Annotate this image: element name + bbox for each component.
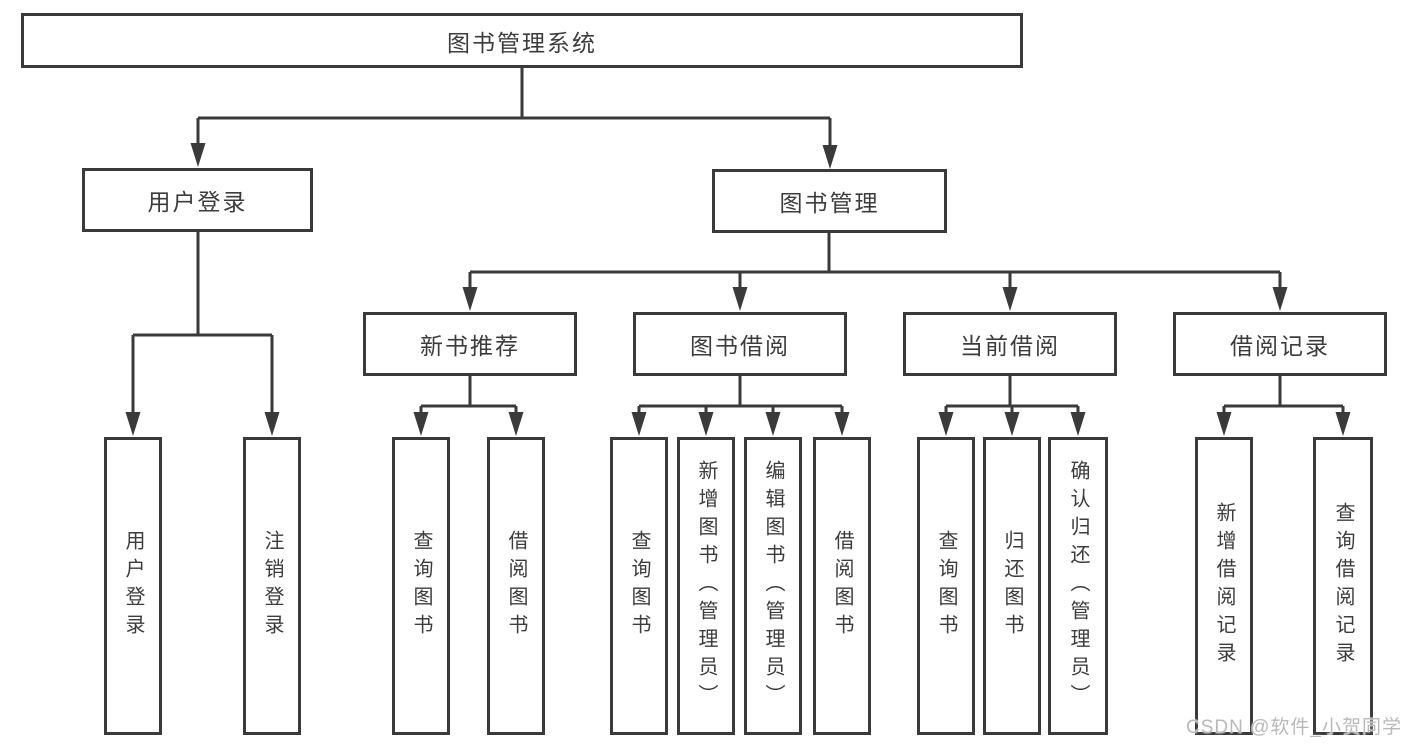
leaf-label: 查询图书 <box>935 530 957 642</box>
node-user-login-branch: 用户登录 <box>82 168 313 232</box>
leaf-label: 用户登录 <box>122 530 144 642</box>
leaf-edit-book-admin: 编辑图书（管理员） <box>744 437 802 735</box>
connector-stems <box>131 66 1345 415</box>
leaf-label: 查询图书 <box>410 530 432 642</box>
node-current-borrow: 当前借阅 <box>903 312 1117 376</box>
leaf-label: 借阅图书 <box>831 530 853 642</box>
leaf-query-borrow-record: 查询借阅记录 <box>1313 437 1373 735</box>
leaf-query-books-3: 查询图书 <box>917 437 975 735</box>
leaf-borrow-books-1: 借阅图书 <box>487 437 545 735</box>
leaf-label: 注销登录 <box>261 530 283 642</box>
leaf-label: 新增图书（管理员） <box>695 460 717 712</box>
leaf-return-book: 归还图书 <box>983 437 1041 735</box>
leaf-label: 查询借阅记录 <box>1332 502 1354 670</box>
leaf-add-borrow-record: 新增借阅记录 <box>1195 437 1253 735</box>
node-system-root: 图书管理系统 <box>21 13 1023 68</box>
arrowheads <box>125 143 1351 436</box>
node-book-borrow: 图书借阅 <box>633 312 847 376</box>
node-new-book-recommend: 新书推荐 <box>363 312 577 376</box>
leaf-borrow-books-2: 借阅图书 <box>813 437 871 735</box>
leaf-query-books-2: 查询图书 <box>610 437 668 735</box>
leaf-user-login: 用户登录 <box>104 437 162 735</box>
leaf-label: 归还图书 <box>1001 530 1023 642</box>
leaf-label: 确认归还（管理员） <box>1067 460 1089 712</box>
leaf-logout: 注销登录 <box>243 437 301 735</box>
node-book-management-branch: 图书管理 <box>712 169 947 233</box>
leaf-add-book-admin: 新增图书（管理员） <box>677 437 735 735</box>
leaf-label: 新增借阅记录 <box>1213 502 1235 670</box>
node-borrow-records: 借阅记录 <box>1173 312 1387 376</box>
leaf-label: 编辑图书（管理员） <box>762 460 784 712</box>
leaf-confirm-return-admin: 确认归还（管理员） <box>1048 437 1108 735</box>
csdn-watermark: CSDN @软件_小贺同学 <box>1186 717 1402 738</box>
leaf-label: 查询图书 <box>628 530 650 642</box>
leaf-label: 借阅图书 <box>505 530 527 642</box>
leaf-query-books-1: 查询图书 <box>392 437 450 735</box>
